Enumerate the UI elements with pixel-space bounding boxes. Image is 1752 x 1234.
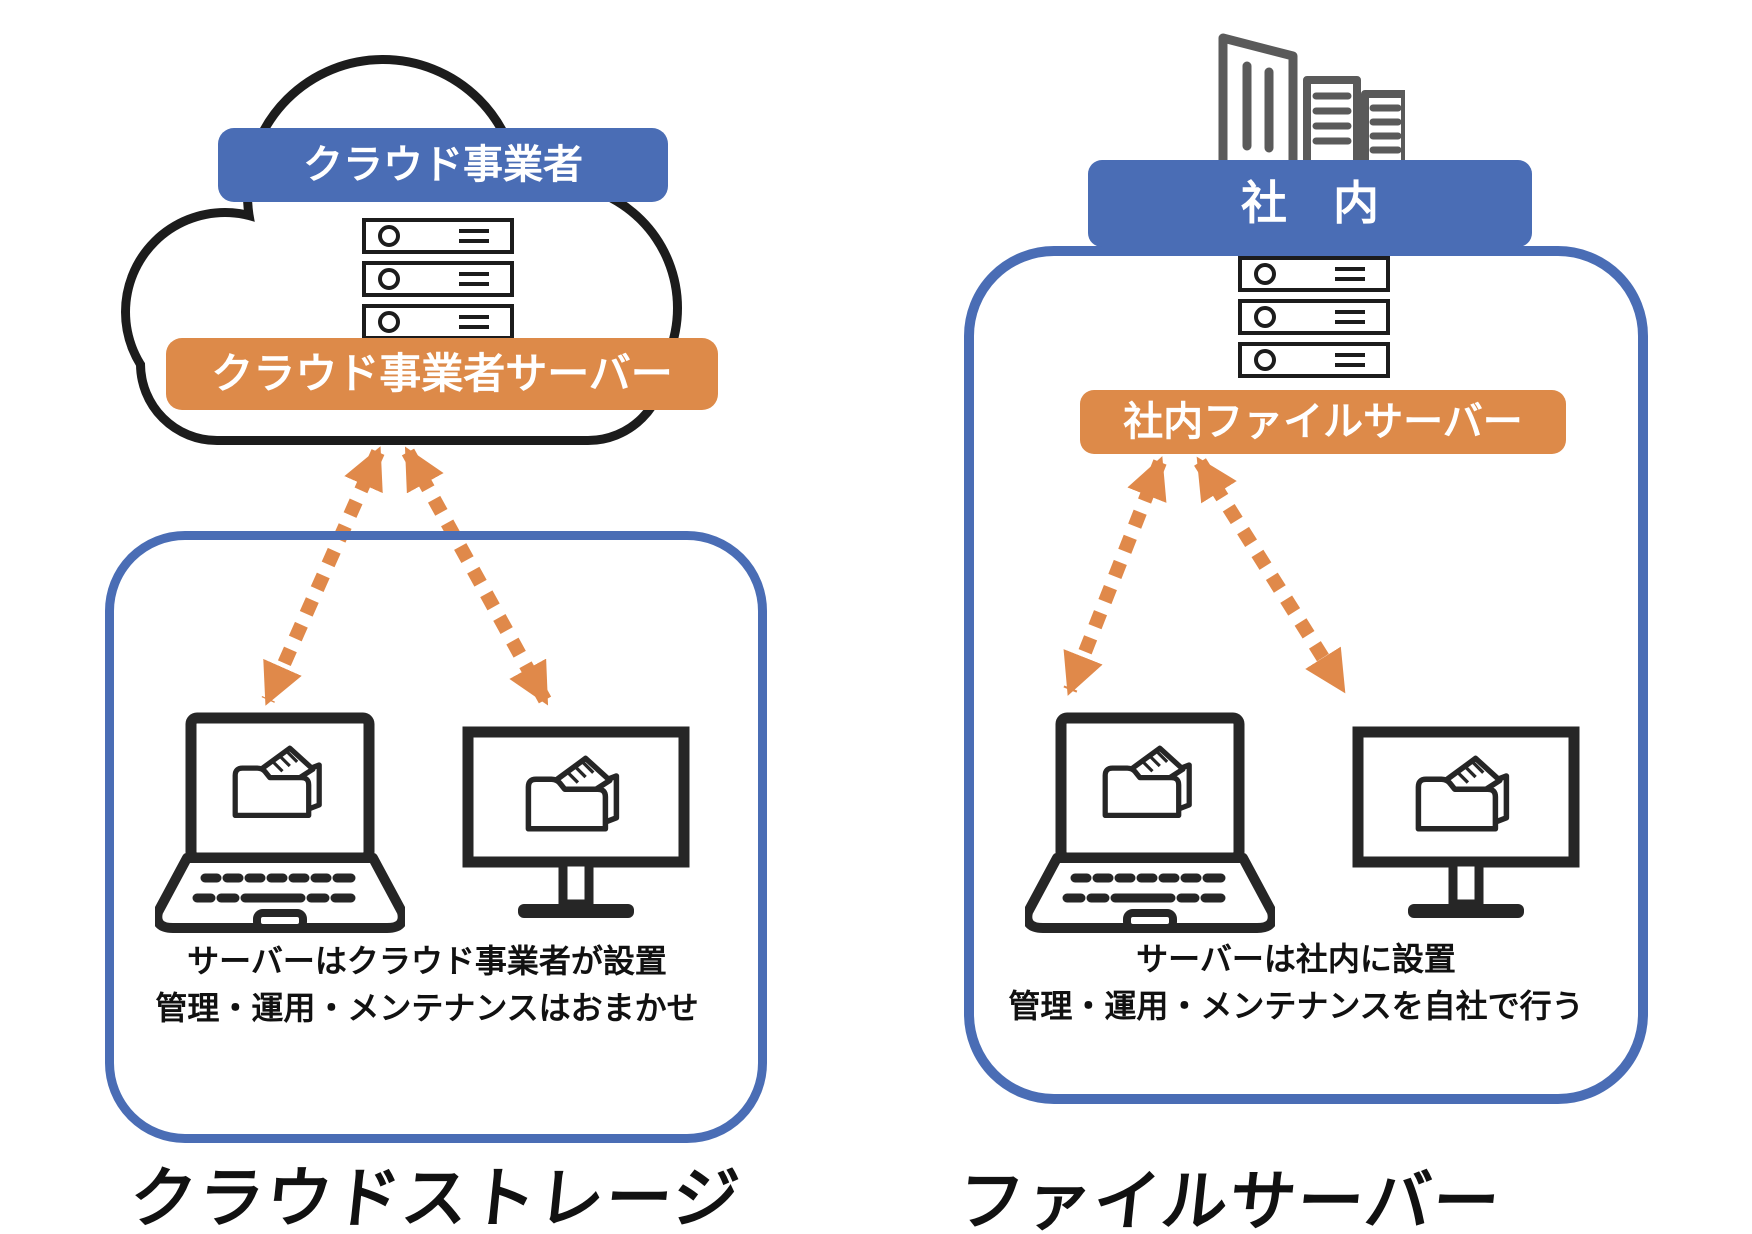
in-house-label: 社 内 bbox=[1088, 160, 1532, 247]
cloud-storage-devices-box bbox=[105, 531, 767, 1143]
in-house-label-text: 社 内 bbox=[1241, 177, 1379, 230]
monitor-folder-icon bbox=[1352, 726, 1580, 918]
file-server-description-line1: サーバーは社内に設置 bbox=[1136, 941, 1456, 977]
cloud-storage-title: クラウドストレージ bbox=[126, 1161, 745, 1234]
cloud-provider-label: クラウド事業者 bbox=[218, 128, 668, 202]
in-house-file-server-label: 社内ファイルサーバー bbox=[1080, 390, 1566, 454]
cloud-storage-description: サーバーはクラウド事業者が設置 管理・運用・メンテナンスはおまかせ bbox=[105, 938, 749, 1032]
cloud-storage-description-line1: サーバーはクラウド事業者が設置 bbox=[187, 943, 667, 979]
cloud-storage-description-line2: 管理・運用・メンテナンスはおまかせ bbox=[155, 990, 699, 1026]
office-box bbox=[964, 246, 1648, 1104]
server-rack-icon bbox=[362, 218, 514, 340]
cloud-provider-server-label-text: クラウド事業者サーバー bbox=[211, 349, 673, 397]
laptop-folder-icon bbox=[1025, 712, 1275, 933]
cloud-provider-label-text: クラウド事業者 bbox=[303, 143, 583, 187]
file-server-description-line2: 管理・運用・メンテナンスを自社で行う bbox=[1008, 988, 1584, 1024]
cloud-provider-server-label: クラウド事業者サーバー bbox=[166, 338, 718, 410]
office-buildings-icon bbox=[1218, 33, 1405, 166]
file-server-description: サーバーは社内に設置 管理・運用・メンテナンスを自社で行う bbox=[964, 936, 1628, 1030]
laptop-folder-icon bbox=[155, 712, 405, 933]
monitor-folder-icon bbox=[462, 726, 690, 918]
file-server-title: ファイルサーバー bbox=[953, 1164, 1506, 1234]
server-rack-icon bbox=[1238, 256, 1390, 378]
in-house-file-server-label-text: 社内ファイルサーバー bbox=[1123, 400, 1523, 444]
